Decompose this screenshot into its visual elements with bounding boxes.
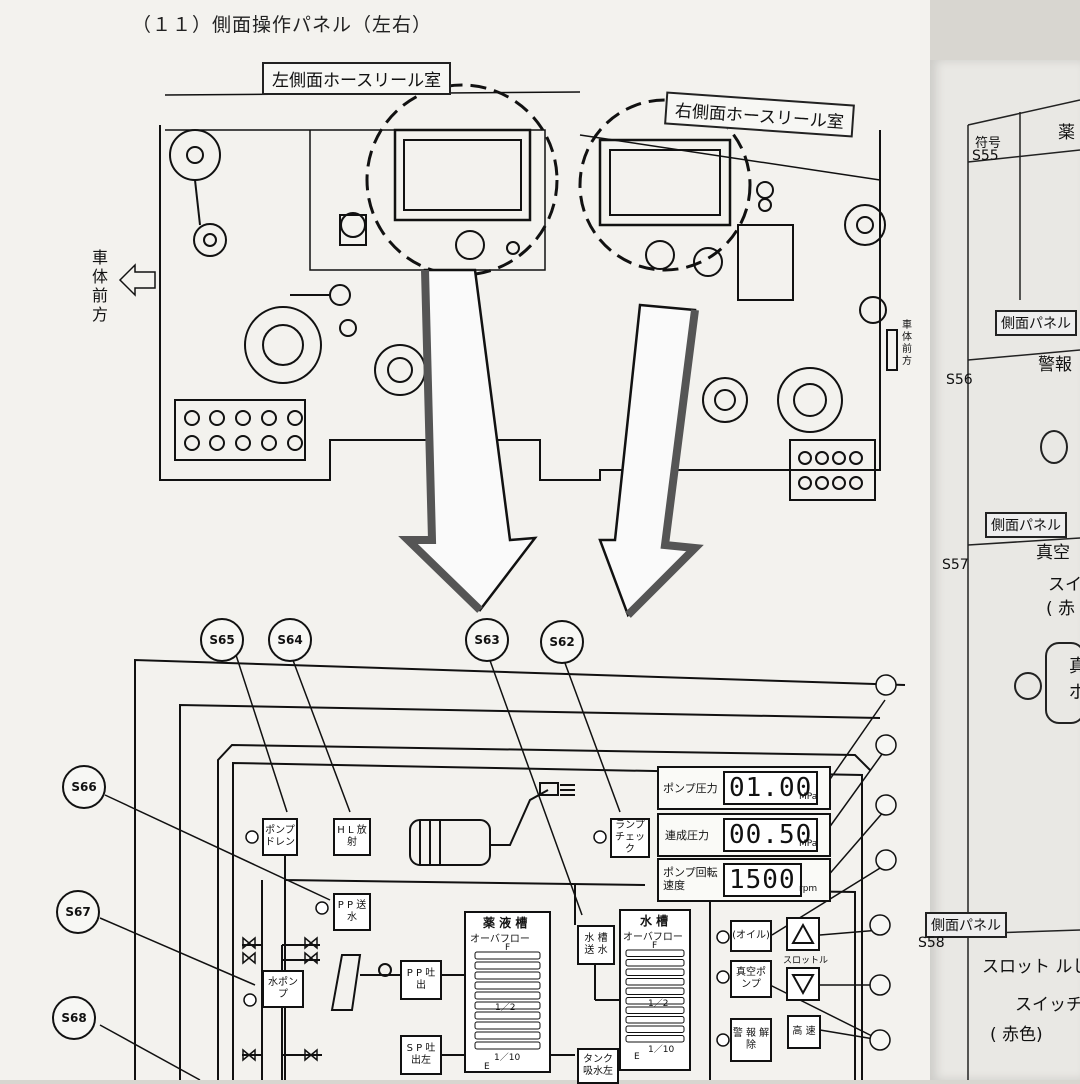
pp-water-switch[interactable]: P P 送 水: [333, 893, 371, 931]
vehicle-side-illustration: [118, 91, 898, 501]
callout-s66: S66: [62, 765, 106, 809]
rp-tab-2: 側面パネル: [985, 512, 1067, 538]
indicator-lamps: [243, 830, 730, 1047]
callout-s64: S64: [268, 618, 312, 662]
high-speed-switch[interactable]: 高 速: [787, 1015, 821, 1049]
rp-s58-text2: スイッチ: [1015, 995, 1080, 1015]
chemical-tank-empty: E: [484, 1062, 490, 1072]
left-hose-reel-room-label: 左側面ホースリール室: [262, 62, 452, 95]
water-pump-switch[interactable]: 水ポンプ: [262, 970, 304, 1008]
rp-header-chem: 薬: [1058, 123, 1075, 143]
rp-s57-box: 真 ポ: [1045, 642, 1080, 724]
compound-pressure-unit: MPa: [799, 839, 818, 849]
chemical-tank-title: 薬 液 槽: [483, 916, 528, 930]
pump-pressure-label: ポンプ圧力: [663, 782, 718, 795]
rp-s57-text3: ( 赤: [1046, 599, 1076, 619]
sp-discharge-left-switch[interactable]: S P 吐出左: [400, 1035, 442, 1075]
rp-tab-3: 側面パネル: [925, 912, 1007, 938]
rp-s57-text1: 真空: [1036, 543, 1070, 563]
pump-speed-display: 1500: [723, 863, 802, 897]
water-tank-half: 1／2: [648, 999, 669, 1009]
rp-s57-text2: スイ: [1048, 575, 1080, 595]
chemical-tank-overflow: オーバフロー: [470, 934, 530, 945]
pp-discharge-switch[interactable]: P P 吐 出: [400, 960, 442, 1000]
water-tank-overflow: オーバフロー: [623, 932, 683, 943]
pump-drain-switch[interactable]: ポンプドレン: [262, 818, 298, 856]
section-heading: （１１）側面操作パネル（左右）: [132, 14, 433, 36]
callout-s68: S68: [52, 996, 96, 1040]
pump-pressure-panel: ポンプ圧力 01.00 MPa: [657, 766, 831, 810]
rp-s55: S55: [972, 148, 999, 164]
left-valve-row: [184, 410, 303, 451]
oil-switch[interactable]: (オイル): [730, 920, 772, 952]
pump-pressure-display: 01.00: [723, 771, 819, 805]
chemical-tank-full: F: [505, 943, 511, 953]
pump-speed-unit: rpm: [799, 884, 818, 894]
water-tank-send-switch[interactable]: 水 槽 送 水: [577, 925, 615, 965]
right-arrow: [598, 303, 698, 618]
pump-speed-panel: ポンプ回転速度 1500 rpm: [657, 858, 831, 902]
rp-s58-text1: スロット ルし: [982, 957, 1080, 977]
hose-reel: [409, 782, 575, 866]
vehicle-front-label-right: 車体前方: [902, 320, 912, 367]
water-tank-title: 水 槽: [640, 914, 669, 928]
throttle-buttons: [786, 917, 820, 1001]
callout-s65: S65: [200, 618, 244, 662]
rp-s57-lamp: [1014, 672, 1042, 700]
rp-s56: S56: [946, 372, 973, 388]
tank-levels: [474, 949, 685, 1050]
tank-intake-left-switch[interactable]: タンク吸水左: [577, 1048, 619, 1084]
vehicle-front-label-left: 車体前方: [92, 248, 109, 324]
minor-callouts: [869, 674, 897, 1051]
rp-s58-text3: ( 赤色): [990, 1025, 1043, 1045]
throttle-down-button[interactable]: [789, 969, 819, 999]
hl-discharge-switch[interactable]: H L 放 射: [333, 818, 371, 856]
panel-valves: [242, 936, 318, 1062]
water-tank-empty: E: [634, 1052, 640, 1062]
compound-pressure-panel: 連成圧力 00.50 MPa: [657, 813, 831, 857]
facing-page: [930, 60, 1080, 1080]
right-valve-row: [798, 451, 863, 490]
rp-header-code: 符号: [975, 136, 1002, 151]
rp-s56-lamp: [1040, 430, 1068, 464]
rp-s58: S58: [918, 935, 945, 951]
rp-s56-text: 警報: [1038, 355, 1072, 375]
callout-leaders: [99, 654, 886, 1080]
rp-s57: S57: [942, 557, 969, 573]
callout-s67: S67: [56, 890, 100, 934]
rp-tab-1: 側面パネル: [995, 310, 1077, 336]
compound-pressure-label: 連成圧力: [665, 829, 709, 842]
lamp-check-switch[interactable]: ランプチェック: [610, 818, 650, 858]
pump-pressure-unit: MPa: [799, 792, 818, 802]
pump-speed-label: ポンプ回転速度: [663, 866, 718, 892]
vacuum-pump-switch[interactable]: 真空ポンプ: [730, 960, 772, 998]
callout-s63: S63: [465, 618, 509, 662]
water-tank-full: F: [652, 941, 658, 951]
compound-pressure-display: 00.50: [723, 818, 819, 852]
chemical-tank-tenth: 1／10: [494, 1053, 521, 1063]
alarm-release-switch[interactable]: 警 報 解 除: [730, 1018, 772, 1062]
callout-s62: S62: [540, 620, 584, 664]
throttle-label: スロットル: [783, 956, 829, 966]
chemical-tank-half: 1／2: [495, 1003, 516, 1013]
water-tank-tenth: 1／10: [648, 1045, 675, 1055]
throttle-up-button[interactable]: [789, 919, 819, 949]
